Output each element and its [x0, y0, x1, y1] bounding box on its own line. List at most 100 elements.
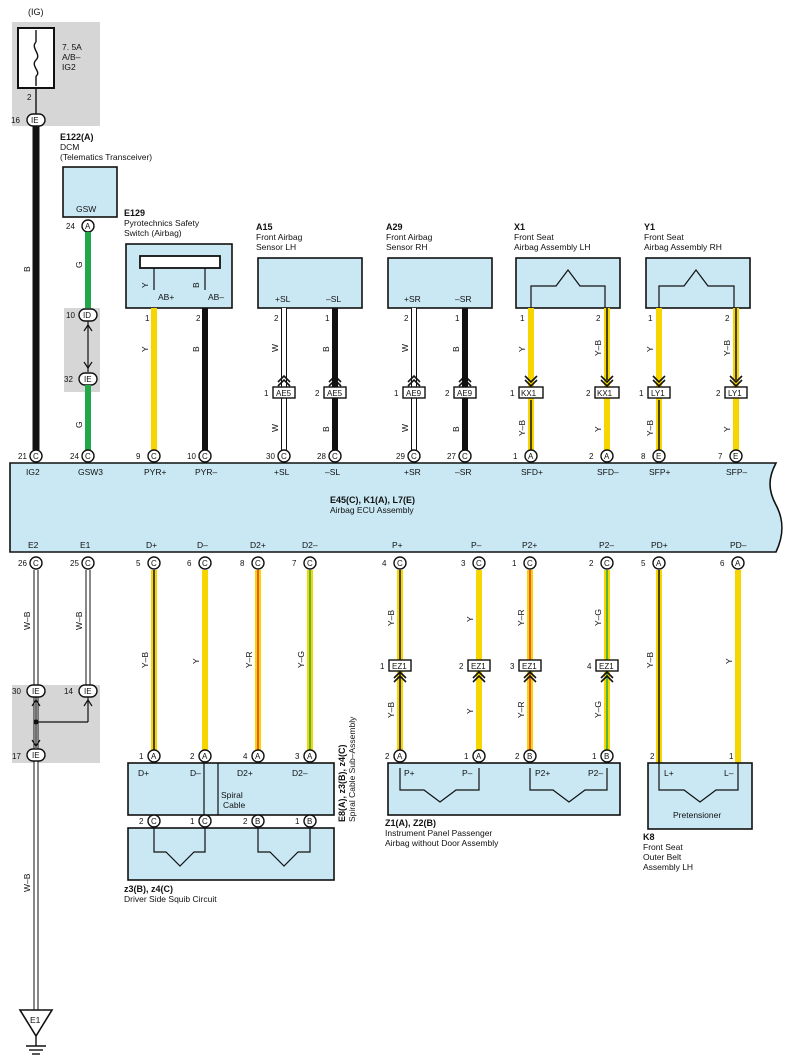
ez1-pin1: 1 [380, 662, 385, 671]
x1-squib-icon [530, 269, 606, 308]
svg-text:C: C [202, 559, 208, 568]
ecu-bot-pin-2: C5 [136, 556, 161, 570]
ecu-name: Airbag ECU Assembly [330, 505, 414, 515]
dcm-terminal: GSW [76, 204, 96, 214]
pass-code: Z1(A), Z2(B) [385, 818, 436, 828]
k8-name3: Assembly LH [643, 862, 693, 872]
svg-text:C: C [411, 452, 417, 461]
squib-name: Driver Side Squib Circuit [124, 894, 217, 904]
wire-label-pd-minus: Y [724, 658, 734, 664]
pyro-inner-b: B [191, 282, 201, 288]
spiral-term2: D– [190, 768, 201, 778]
svg-text:A: A [397, 752, 403, 761]
a29-term1: +SR [404, 294, 421, 304]
id-pin-10: 10 [66, 311, 75, 320]
pyro-name1: Pyrotechnics Safety [124, 218, 200, 228]
svg-text:5: 5 [641, 559, 646, 568]
ecu-top-pin-8: A1 [513, 449, 538, 463]
wire-label-y1-yb: Y–B [722, 340, 732, 356]
wire-label-sl-b2: B [321, 426, 331, 432]
ecu-bottom-terminals: E2C26E1C25D+C5D–C6D2+C8D2–C7P+C4P–C3P2+C… [18, 540, 747, 570]
ecu-top-pin-9: A2 [589, 449, 614, 463]
ie-pin-16: 16 [11, 116, 20, 125]
ae5-pin2: 2 [315, 389, 320, 398]
spiral-term3: D2+ [237, 768, 253, 778]
svg-text:2: 2 [589, 452, 594, 461]
fuse-name-a: A/B– [62, 52, 81, 62]
ae5-connector: AE5 AE5 [272, 374, 347, 399]
ez1-pin3: 3 [510, 662, 515, 671]
svg-text:10: 10 [187, 452, 196, 461]
svg-text:A: A [151, 752, 157, 761]
a15-box [257, 257, 363, 309]
ae9-pin1: 1 [394, 389, 399, 398]
a15-term1: +SL [275, 294, 291, 304]
ecu-top-term-label-8: SFD+ [521, 467, 543, 477]
gj-code-b: IE [84, 687, 92, 696]
pyro-term1: AB+ [158, 292, 174, 302]
k8-term2: L– [724, 768, 734, 778]
ecu-top-pin-5: C28 [317, 449, 342, 463]
svg-text:26: 26 [18, 559, 27, 568]
pass-term3: P2+ [535, 768, 550, 778]
dcm-name: DCM [60, 142, 79, 152]
squib-code: z3(B), z4(C) [124, 884, 173, 894]
svg-text:3: 3 [295, 752, 300, 761]
svg-text:1: 1 [512, 559, 517, 568]
svg-text:29: 29 [396, 452, 405, 461]
a15-code: A15 [256, 222, 273, 232]
svg-text:C: C [307, 559, 313, 568]
svg-text:C: C [202, 817, 208, 826]
a29-name1: Front Airbag [386, 232, 433, 242]
svg-text:1: 1 [139, 752, 144, 761]
dcm-conn: A [85, 222, 91, 231]
spiral-center2: Cable [223, 800, 245, 810]
wire-label-e2: W–B [22, 611, 32, 630]
svg-text:C: C [151, 452, 157, 461]
pyro-name2: Switch (Airbag) [124, 228, 182, 238]
gj-pin-30: 30 [12, 687, 21, 696]
ecu-top-terminals: C21IG2C24GSW3C9PYR+C10PYR–C30+SLC28–SLC2… [18, 449, 748, 477]
ecu-bot-pin-9: C2 [589, 556, 614, 570]
svg-text:EZ1: EZ1 [471, 662, 486, 671]
svg-text:C: C [397, 559, 403, 568]
wire-label-p2-plus2: Y–R [516, 701, 526, 718]
fuse-rating: 7. 5A [62, 42, 82, 52]
y1-code: Y1 [644, 222, 655, 232]
ecu-top-term-label-6: +SR [404, 467, 421, 477]
wire-label-sl-w2: W [270, 424, 280, 432]
wire-label-p2-plus: Y–R [516, 609, 526, 626]
svg-text:6: 6 [720, 559, 725, 568]
wire-label-y1-y2: Y [722, 426, 732, 432]
ecu-top-term-label-5: –SL [325, 467, 340, 477]
svg-text:C: C [151, 559, 157, 568]
a29-term2: –SR [455, 294, 472, 304]
ecu-box [9, 462, 783, 553]
svg-text:C: C [85, 452, 91, 461]
svg-text:C: C [151, 817, 157, 826]
svg-text:2: 2 [190, 752, 195, 761]
k8-name1: Front Seat [643, 842, 683, 852]
pyro-term2: AB– [208, 292, 224, 302]
svg-text:C: C [476, 559, 482, 568]
svg-text:4: 4 [382, 559, 387, 568]
pyro-pin2: 2 [196, 314, 201, 323]
svg-text:A: A [735, 559, 741, 568]
ly1-pin2: 2 [716, 389, 721, 398]
svg-text:7: 7 [718, 452, 723, 461]
wire-label-x1-yb2: Y–B [517, 420, 527, 436]
ecu-top-pin-2: C9 [136, 449, 161, 463]
ecu-top-term-label-2: PYR+ [144, 467, 166, 477]
svg-text:B: B [604, 752, 609, 761]
wire-label-p2-minus: Y–G [593, 609, 603, 626]
k8-pin2: 1 [729, 752, 734, 761]
wire-label-pyr-b: B [191, 346, 201, 352]
ecu-top-term-label-0: IG2 [26, 467, 40, 477]
spiral-term1: D+ [138, 768, 149, 778]
x1-name1: Front Seat [514, 232, 554, 242]
svg-text:24: 24 [70, 452, 79, 461]
svg-text:EZ1: EZ1 [599, 662, 614, 671]
svg-text:21: 21 [18, 452, 27, 461]
dcm-name2: (Telematics Transceiver) [60, 152, 152, 162]
